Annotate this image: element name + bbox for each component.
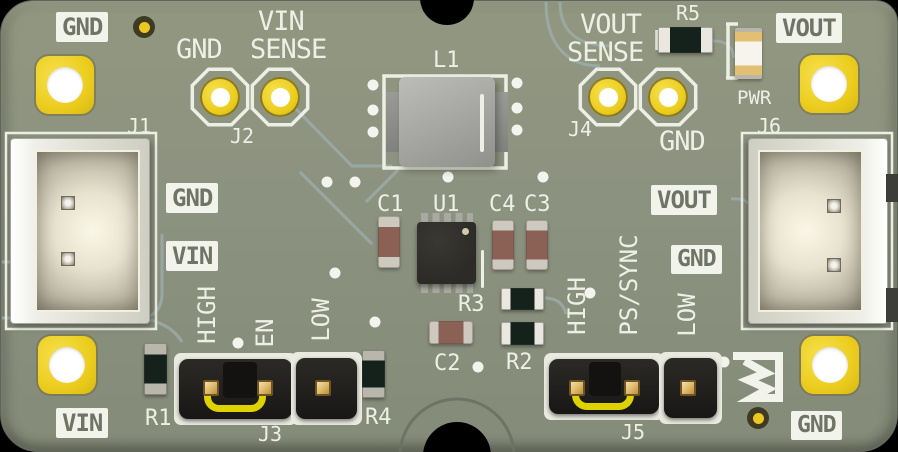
gnd-pad-top-left xyxy=(36,56,94,114)
j3-high-label: HIGH xyxy=(193,286,221,344)
c1-capacitor xyxy=(378,216,400,268)
j2-vin-sense-pin xyxy=(260,77,300,117)
j2-gnd-pin xyxy=(200,77,240,117)
j6-pin xyxy=(827,199,841,213)
label-gnd-right: GND xyxy=(671,245,722,274)
j6-ref: J6 xyxy=(757,114,782,138)
j6-cavity xyxy=(758,150,863,312)
c3-capacitor xyxy=(526,220,548,270)
j5-pin-high xyxy=(569,380,585,396)
r5-ref: R5 xyxy=(676,1,701,25)
l1-ref: L1 xyxy=(433,48,460,73)
j6-pin xyxy=(827,258,841,272)
label-vin-bottom-left: VIN xyxy=(56,408,109,438)
r3-resistor xyxy=(501,288,544,310)
u1-pin1-dot xyxy=(462,228,469,235)
c4-ref: C4 xyxy=(489,192,516,217)
j2-ref: J2 xyxy=(230,124,255,148)
j5-ref: J5 xyxy=(621,420,646,444)
j5-pin-low xyxy=(680,380,696,396)
r1-resistor xyxy=(144,343,167,395)
r4-ref: R4 xyxy=(365,405,392,430)
j5-jumper-shunt xyxy=(572,388,634,410)
label-gnd-top-left: GND xyxy=(56,12,109,42)
j4-gnd-pin xyxy=(648,77,688,117)
r2-ref: R2 xyxy=(506,350,533,375)
c2-ref: C2 xyxy=(434,351,461,376)
r3-ref: R3 xyxy=(458,292,485,317)
u1-pins-bottom xyxy=(421,283,473,293)
j3-pin-high xyxy=(203,380,219,396)
label-gnd-bottom-right: GND xyxy=(791,411,842,440)
c4-capacitor xyxy=(492,220,514,270)
j3-pin-low xyxy=(315,380,331,396)
gnd-pad-bottom-right xyxy=(801,336,859,394)
l1-polarity-mark xyxy=(480,94,484,152)
r4-resistor xyxy=(362,350,385,398)
j1-input-connector xyxy=(10,138,150,324)
via-top-left xyxy=(133,16,155,38)
via-bottom-right xyxy=(747,407,769,429)
pwr-led-label: PWR xyxy=(737,87,772,109)
j6-edge-tab xyxy=(886,288,898,322)
c2-capacitor xyxy=(429,321,473,344)
r5-resistor xyxy=(658,27,713,53)
j6-edge-tab xyxy=(886,174,898,202)
label-vin-left: VIN xyxy=(166,241,219,271)
j4-sense-label: SENSE xyxy=(567,37,644,68)
j5-low-label: LOW xyxy=(673,293,701,337)
j4-ref: J4 xyxy=(568,117,593,141)
j2-gnd-label: GND xyxy=(176,34,223,65)
label-vout-top-right: VOUT xyxy=(776,13,842,43)
u1-pins-top xyxy=(421,213,473,223)
j5-shunt-body xyxy=(589,362,621,396)
j6-output-connector xyxy=(748,138,888,324)
l1-terminal xyxy=(494,92,508,152)
j1-pin xyxy=(61,196,75,210)
j5-ps-sync-label: PS/SYNC xyxy=(615,234,643,336)
vout-pad-top-right xyxy=(800,55,858,113)
j2-vin-label: VIN xyxy=(258,6,305,37)
l1-inductor xyxy=(399,77,495,167)
j1-ref: J1 xyxy=(127,114,152,138)
j5-high-label: HIGH xyxy=(563,277,591,335)
j2-sense-label: SENSE xyxy=(250,34,327,65)
j1-cavity xyxy=(35,150,140,312)
j5-pin-ps xyxy=(624,380,640,396)
j4-vout-label: VOUT xyxy=(580,9,642,40)
pwr-led xyxy=(735,28,762,79)
u1-ic xyxy=(417,222,476,284)
j3-low-label: LOW xyxy=(307,298,335,342)
u1-ref: U1 xyxy=(433,192,460,217)
j3-jumper-shunt xyxy=(204,390,266,412)
j1-pin xyxy=(61,252,75,266)
j3-en-label: EN xyxy=(251,318,279,348)
j4-vout-sense-pin xyxy=(588,77,628,117)
label-vout-right: VOUT xyxy=(651,185,717,215)
vin-pad-bottom-left xyxy=(38,336,96,394)
j3-pin-en xyxy=(257,380,273,396)
l1-terminal xyxy=(386,92,400,152)
j4-gnd-label: GND xyxy=(659,126,706,157)
r2-resistor xyxy=(501,322,544,345)
j3-ref: J3 xyxy=(258,422,283,446)
r1-ref: R1 xyxy=(145,406,172,431)
label-gnd-left: GND xyxy=(166,183,219,213)
c3-ref: C3 xyxy=(524,192,551,217)
c1-ref: C1 xyxy=(377,192,404,217)
u1-silk-line xyxy=(481,250,484,288)
